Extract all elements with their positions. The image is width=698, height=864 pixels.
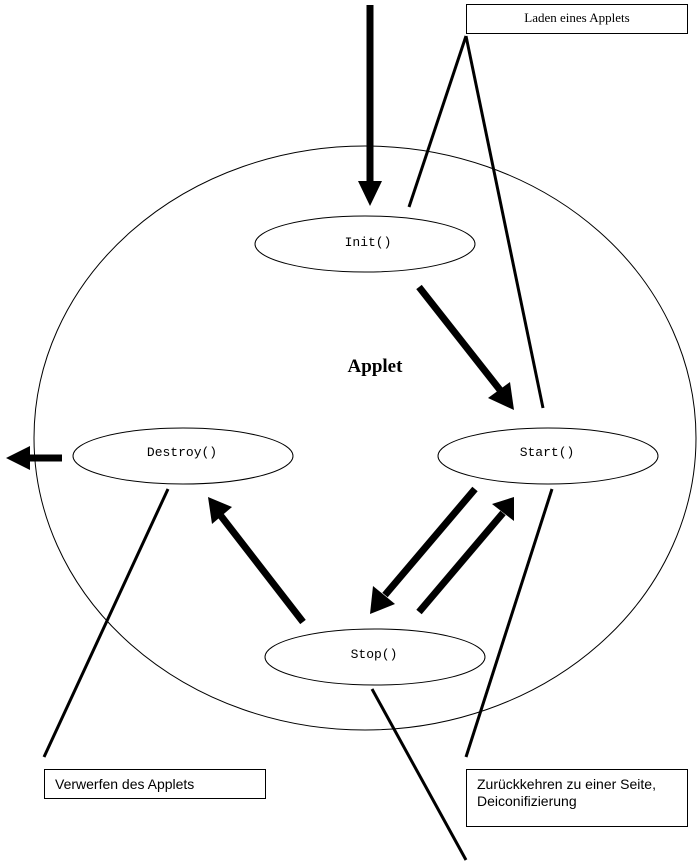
state-init-ellipse [254, 215, 476, 273]
applet-label: Applet [348, 356, 404, 377]
state-start-ellipse [437, 427, 659, 485]
state-stop-ellipse [264, 628, 486, 686]
arrow-stop-to-start [416, 497, 514, 615]
state-destroy-ellipse [72, 427, 294, 485]
state-init-label: Init() [345, 235, 392, 250]
note-discard-applet: Verwerfen des Applets [44, 769, 266, 799]
state-start-label: Start() [520, 445, 575, 460]
arrow-destroy-exit [6, 446, 62, 470]
note-return-deiconify: Zurückkehren zu einer Seite, Deiconifizi… [466, 769, 688, 827]
arrow-init-to-start [416, 284, 514, 410]
arrow-start-to-stop [370, 486, 478, 614]
applet-container-ellipse [33, 145, 697, 731]
arrow-entry-to-init [358, 5, 382, 206]
callout-load-lines [407, 35, 545, 409]
state-stop-label: Stop() [351, 647, 398, 662]
callout-discard-line [42, 488, 170, 758]
arrow-stop-to-destroy [208, 497, 306, 625]
callout-stop-line [370, 688, 468, 861]
state-destroy-label: Destroy() [147, 445, 217, 460]
note-load-applet: Laden eines Applets [466, 4, 688, 34]
callout-return-line [464, 488, 554, 758]
